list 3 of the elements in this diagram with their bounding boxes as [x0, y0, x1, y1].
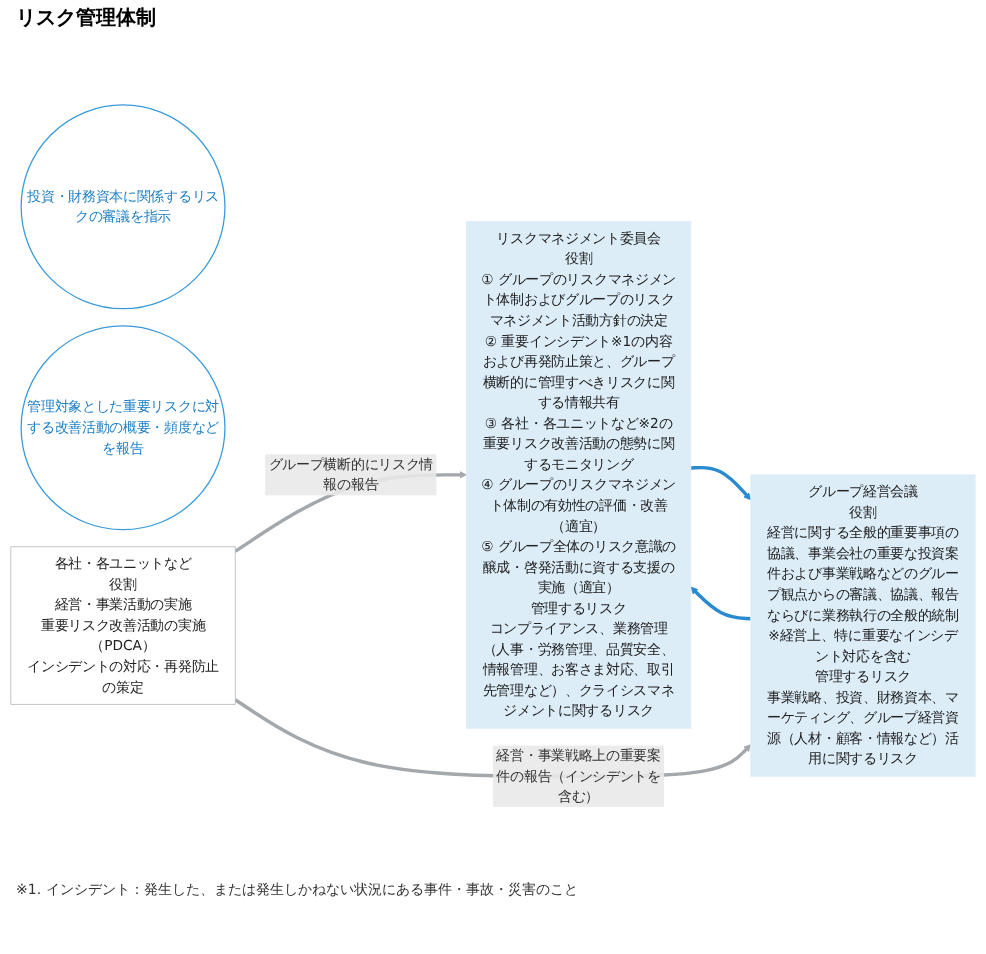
arrow — [690, 465, 752, 501]
diagram-title: リスク管理体制 — [16, 5, 158, 32]
arrow — [690, 586, 751, 621]
